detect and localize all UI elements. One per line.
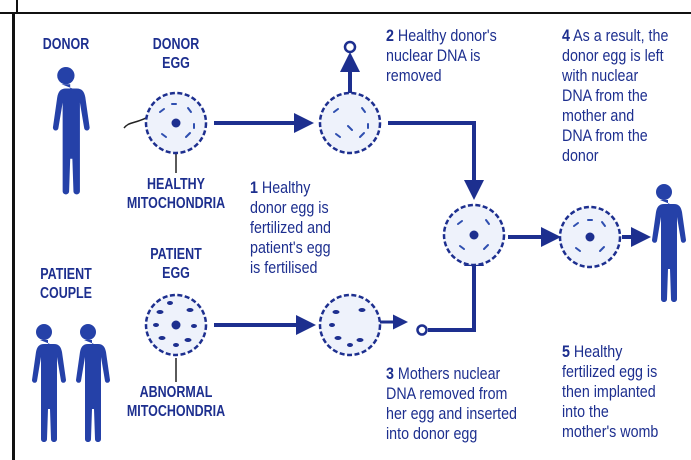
baby-person-icon xyxy=(652,184,686,302)
step-3-caption: 3 Mothers nuclear DNA removed from her e… xyxy=(386,364,517,444)
patient-egg-icon xyxy=(146,295,206,355)
step-1-caption: 1 Healthy donor egg is fertilized and pa… xyxy=(250,178,331,278)
healthy-fertilized-egg-icon xyxy=(560,207,620,267)
step-2-caption: 2 Healthy donor's nuclear DNA is removed xyxy=(386,26,497,86)
patient-egg-nucleus-removal-icon xyxy=(320,295,380,355)
removed-nucleus-icon xyxy=(345,42,355,52)
patient-woman-icon xyxy=(32,324,66,442)
enucleated-donor-egg-icon xyxy=(320,93,380,153)
donor-egg-icon xyxy=(146,93,206,153)
extracted-nucleus-icon xyxy=(418,326,427,335)
donor-label: DONOR xyxy=(41,36,91,55)
donor-figure-icon xyxy=(53,67,90,194)
reconstructed-egg-icon xyxy=(444,205,504,265)
step-4-caption: 4 As a result, the donor egg is left wit… xyxy=(562,26,668,166)
step-5-caption: 5 Healthy fertilized egg is then implant… xyxy=(562,342,658,442)
patient-man-icon xyxy=(76,324,110,442)
